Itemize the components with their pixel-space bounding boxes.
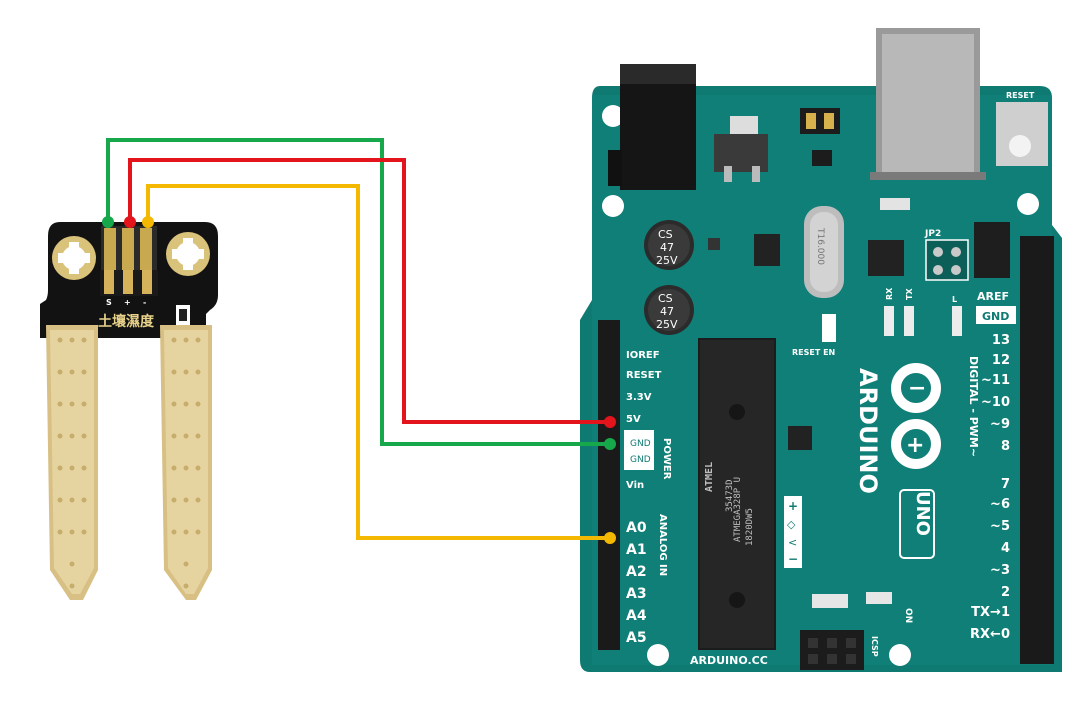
voltage-symbol-plus: + <box>788 499 798 513</box>
power-pin-labels: IOREF RESET 3.3V 5V Vin <box>626 350 662 491</box>
digital-pin-5: ~5 <box>990 519 1010 534</box>
digital-pin-3: ~3 <box>990 563 1010 578</box>
digital-pin-1: TX→1 <box>971 605 1010 620</box>
digital-pin-8: 8 <box>1001 439 1010 454</box>
prong-holes <box>57 337 201 589</box>
digital-header <box>1020 236 1054 664</box>
uno-text: UNO <box>912 491 933 536</box>
logo-minus-icon: − <box>908 376 926 401</box>
capacitor-2-text-25v: 25V <box>656 318 678 331</box>
tx-led-label: TX <box>905 288 914 300</box>
power-section-label: POWER <box>661 438 672 480</box>
power-pin-reset: RESET <box>626 370 662 381</box>
crystal-oscillator: T16.000 <box>804 206 844 298</box>
dc-power-jack <box>608 64 696 190</box>
arduino-brand-text: ARDUINO <box>854 368 882 494</box>
arduino-infinity-logo <box>891 363 941 469</box>
capacitor-1-text-cs: CS <box>658 228 673 241</box>
arduino-cc-text: ARDUINO.CC <box>690 654 768 667</box>
analog-pin-a4: A4 <box>626 608 647 624</box>
chip-brand: ATMEL <box>704 462 715 492</box>
logo-plus-icon: + <box>906 433 924 458</box>
sensor-pin-plus: + <box>124 298 131 307</box>
reset-en-label: RESET EN <box>792 348 835 357</box>
capacitor-1-text-47: 47 <box>660 241 674 254</box>
voltage-symbol-ac: ◇ <box>787 518 796 531</box>
jp2-label: JP2 <box>924 229 941 239</box>
icsp-header <box>800 630 864 670</box>
digital-pin-labels: 13 12 ~11 ~10 ~9 8 7 ~6 ~5 4 ~3 2 TX→1 R… <box>970 333 1010 642</box>
power-pin-5v: 5V <box>626 414 641 425</box>
wire-5v <box>128 158 610 424</box>
analog-pin-a2: A2 <box>626 564 647 580</box>
reset-button[interactable] <box>996 102 1048 166</box>
analog-pin-a0: A0 <box>626 520 647 536</box>
arduino-uno-board: RESET CS 47 25V CS 47 25V <box>580 28 1062 672</box>
power-pin-gnd-2: GND <box>630 455 651 465</box>
wires <box>106 138 610 540</box>
mounting-hole-left <box>52 236 96 280</box>
digital-pin-7: 7 <box>1001 477 1010 492</box>
voltage-symbols: + ◇ < − <box>784 496 802 568</box>
reset-button-label: RESET <box>1006 91 1035 100</box>
soil-moisture-sensor: S + - 土壤濕度 <box>40 222 218 600</box>
voltage-symbol-minus: − <box>788 552 798 566</box>
sensor-pin-s: S <box>106 298 112 307</box>
wire-5v-sensor-end <box>124 216 136 228</box>
power-pin-gnd-1: GND <box>630 439 651 449</box>
uno-badge: UNO <box>899 489 935 559</box>
digital-pin-2: 2 <box>1001 585 1010 600</box>
usb-b-connector <box>870 28 986 180</box>
icsp-label: ICSP <box>870 636 879 657</box>
wire-5v-board-end <box>604 416 616 428</box>
aref-label: AREF <box>977 290 1009 303</box>
capacitor-2: CS 47 25V <box>644 285 694 335</box>
wire-signal <box>146 184 610 540</box>
wire-gnd <box>106 138 610 446</box>
analog-pin-a5: A5 <box>626 630 647 646</box>
wire-gnd-sensor-end <box>102 216 114 228</box>
digital-pin-11: ~11 <box>981 373 1010 388</box>
on-led-label: ON <box>903 608 913 623</box>
capacitor-2-text-cs: CS <box>658 292 673 305</box>
digital-pin-0: RX←0 <box>970 627 1010 642</box>
wire-signal-sensor-end <box>142 216 154 228</box>
analog-pin-labels: A0 A1 A2 A3 A4 A5 <box>626 520 647 646</box>
sensor-pin-minus: - <box>143 298 146 307</box>
capacitor-1: CS 47 25V <box>644 220 694 270</box>
capacitor-2-text-47: 47 <box>660 305 674 318</box>
analog-pin-a1: A1 <box>626 542 647 558</box>
l-led-label: L <box>952 295 957 304</box>
jp2-header <box>925 239 969 281</box>
digital-pin-12: 12 <box>992 353 1010 368</box>
analog-section-label: ANALOG IN <box>657 514 668 576</box>
capacitor-1-text-25v: 25V <box>656 254 678 267</box>
power-analog-header <box>598 320 620 650</box>
voltage-symbol-less: < <box>788 536 797 549</box>
analog-pin-a3: A3 <box>626 586 647 602</box>
digital-pin-4: 4 <box>1001 541 1010 556</box>
crystal-text: T16.000 <box>815 227 825 265</box>
rx-led-label: RX <box>885 287 894 300</box>
chip-line-3: 1820DW5 <box>745 508 755 546</box>
sensor-header <box>100 226 158 296</box>
gnd-digital-label: GND <box>982 310 1009 323</box>
digital-pin-6: ~6 <box>990 497 1010 512</box>
mounting-hole-right <box>166 232 210 276</box>
sensor-label: 土壤濕度 <box>98 313 155 330</box>
wire-signal-board-end <box>604 532 616 544</box>
power-pin-ioref: IOREF <box>626 350 660 361</box>
digital-pin-13: 13 <box>992 333 1010 348</box>
chip-line-1: 35473D <box>725 479 735 512</box>
chip-line-2: ATMEGA328P U <box>733 477 743 542</box>
wire-endpoints <box>102 216 616 544</box>
power-pin-vin: Vin <box>626 480 644 491</box>
power-pin-3v3: 3.3V <box>626 392 652 403</box>
atmega-chip: ATMEL 35473D ATMEGA328P U 1820DW5 <box>698 338 776 650</box>
digital-pin-10: ~10 <box>981 395 1010 410</box>
wire-gnd-board-end <box>604 438 616 450</box>
digital-pin-9: ~9 <box>990 417 1010 432</box>
digital-section-label: DIGITAL - PWM~ <box>967 356 980 457</box>
